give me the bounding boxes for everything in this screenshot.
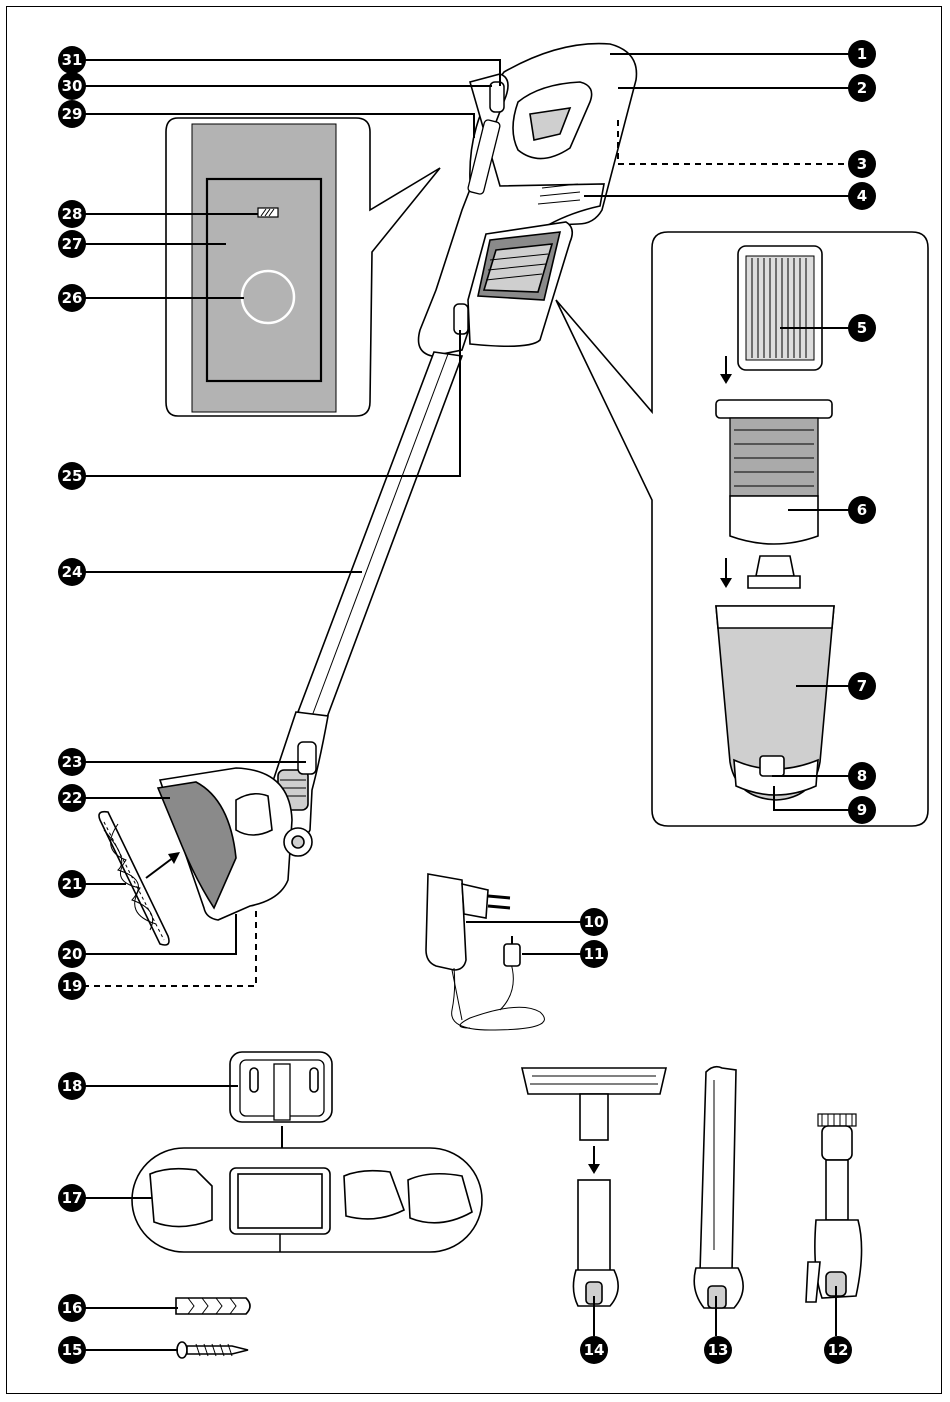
callout-15: 15	[58, 1336, 86, 1364]
callout-12: 12	[824, 1336, 852, 1364]
callout-4-label: 4	[857, 187, 867, 205]
callout-14: 14	[580, 1336, 608, 1364]
callout-18-label: 18	[62, 1077, 83, 1095]
callout-25: 25	[58, 462, 86, 490]
callout-27: 27	[58, 230, 86, 258]
callout-29-label: 29	[62, 105, 83, 123]
callout-6: 6	[848, 496, 876, 524]
callout-20: 20	[58, 940, 86, 968]
callout-28: 28	[58, 200, 86, 228]
callout-29: 29	[58, 100, 86, 128]
callout-1: 1	[848, 40, 876, 68]
callout-27-label: 27	[62, 235, 83, 253]
dowel-and-screw	[176, 1298, 250, 1358]
callout-5-label: 5	[857, 319, 867, 337]
brush-roller	[99, 812, 180, 945]
callout-10-label: 10	[584, 913, 605, 931]
callout-6-label: 6	[857, 501, 867, 519]
callout-26-label: 26	[62, 289, 83, 307]
callout-16: 16	[58, 1294, 86, 1322]
callout-13: 13	[704, 1336, 732, 1364]
callout-18: 18	[58, 1072, 86, 1100]
callout-10: 10	[580, 908, 608, 936]
callout-22: 22	[58, 784, 86, 812]
callout-1-label: 1	[857, 45, 867, 63]
callout-17-label: 17	[62, 1189, 83, 1207]
callout-30-label: 30	[62, 77, 83, 95]
callout-3: 3	[848, 150, 876, 178]
callout-25-label: 25	[62, 467, 83, 485]
callout-19-label: 19	[62, 977, 83, 995]
callout-7-label: 7	[857, 677, 867, 695]
handheld-unit	[419, 44, 637, 356]
callout-26: 26	[58, 284, 86, 312]
callout-19: 19	[58, 972, 86, 1000]
callout-31-label: 31	[62, 51, 83, 69]
callout-5: 5	[848, 314, 876, 342]
callout-8: 8	[848, 762, 876, 790]
callout-15-label: 15	[62, 1341, 83, 1359]
callout-24-label: 24	[62, 563, 83, 581]
wall-mount	[132, 1052, 482, 1252]
callout-11-label: 11	[584, 945, 605, 963]
callout-24: 24	[58, 558, 86, 586]
callout-23-label: 23	[62, 753, 83, 771]
callout-2-label: 2	[857, 79, 867, 97]
callout-3-label: 3	[857, 155, 867, 173]
callout-13-label: 13	[708, 1341, 729, 1359]
callout-11: 11	[580, 940, 608, 968]
accessory-tools	[522, 1067, 862, 1308]
callout-16-label: 16	[62, 1299, 83, 1317]
power-adapter	[426, 874, 544, 1030]
callout-12-label: 12	[828, 1341, 849, 1359]
callout-14-label: 14	[584, 1341, 605, 1359]
callout-17: 17	[58, 1184, 86, 1212]
callout-20-label: 20	[62, 945, 83, 963]
display-detail-panel	[166, 118, 440, 416]
callout-9: 9	[848, 796, 876, 824]
callout-8-label: 8	[857, 767, 867, 785]
callout-28-label: 28	[62, 205, 83, 223]
callout-2: 2	[848, 74, 876, 102]
callout-21-label: 21	[62, 875, 83, 893]
callout-30: 30	[58, 72, 86, 100]
callout-21: 21	[58, 870, 86, 898]
callout-22-label: 22	[62, 789, 83, 807]
callout-7: 7	[848, 672, 876, 700]
callout-4: 4	[848, 182, 876, 210]
floor-nozzle	[158, 712, 328, 920]
callout-9-label: 9	[857, 801, 867, 819]
callout-23: 23	[58, 748, 86, 776]
callout-31: 31	[58, 46, 86, 74]
